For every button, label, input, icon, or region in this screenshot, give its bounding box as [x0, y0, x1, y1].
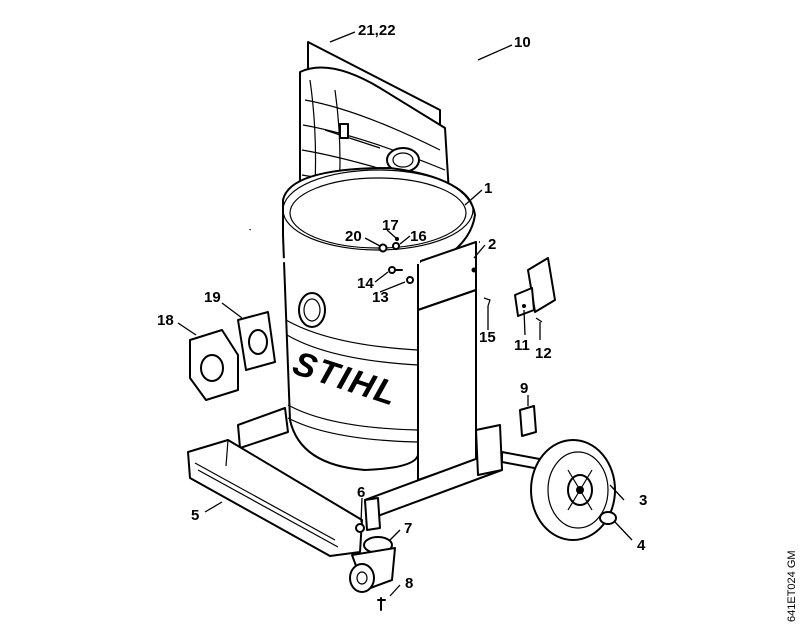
label-14: 14 [357, 275, 374, 292]
label-19: 19 [204, 289, 221, 306]
label-21-22: 21,22 [358, 22, 396, 39]
swivel-castor [349, 523, 396, 611]
label-10: 10 [514, 34, 531, 51]
label-1: 1 [484, 180, 492, 197]
push-handle [392, 27, 563, 245]
label-6: 6 [357, 484, 365, 501]
label-9: 9 [520, 380, 528, 397]
label-12: 12 [535, 345, 552, 362]
label-15: 15 [479, 329, 496, 346]
hose-clip-bracket [514, 257, 556, 323]
label-17: 17 [382, 217, 399, 234]
base-frame [237, 407, 546, 531]
drawing-code: 641ET024 GM [786, 550, 798, 622]
label-20: 20 [345, 228, 362, 245]
front-bumper [187, 439, 363, 557]
drum-container: STIHL [282, 167, 476, 471]
support-frame [245, 229, 477, 481]
rear-wheel [530, 439, 617, 541]
label-11: 11 [514, 337, 530, 354]
part-number-labels: 21,22 10 1 2 3 4 5 6 7 8 9 11 12 13 14 1… [157, 22, 647, 592]
rubber-foot [519, 405, 537, 437]
label-3: 3 [639, 492, 647, 509]
label-4: 4 [637, 537, 646, 554]
label-8: 8 [405, 575, 413, 592]
hose-inlet-fittings [189, 311, 276, 401]
label-13: 13 [372, 289, 389, 306]
label-16: 16 [410, 228, 427, 245]
label-18: 18 [157, 312, 174, 329]
label-2: 2 [488, 236, 496, 253]
leader-lines [177, 31, 633, 597]
label-7: 7 [404, 520, 412, 537]
label-5: 5 [191, 507, 199, 524]
small-fasteners [378, 237, 491, 307]
